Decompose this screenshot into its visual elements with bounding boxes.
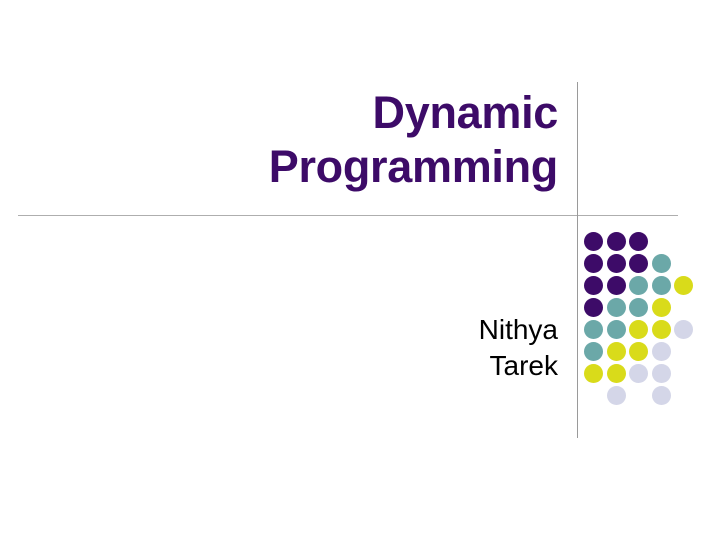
dot-lavender (651, 364, 671, 383)
dot-lavender (651, 342, 671, 361)
vertical-divider (577, 82, 578, 438)
dot-teal (651, 276, 671, 295)
dot-teal (606, 320, 626, 339)
dot-purple (606, 254, 626, 273)
dot-yellow (651, 298, 671, 317)
slide-subtitle: Nithya Tarek (40, 312, 558, 384)
dot-teal (651, 254, 671, 273)
dot-yellow (629, 342, 648, 361)
dot-teal (606, 298, 626, 317)
slide-title: Dynamic Programming (40, 86, 559, 194)
dot-yellow (651, 320, 671, 339)
dot-teal (629, 276, 648, 295)
dot-yellow (584, 364, 603, 383)
dot-yellow (674, 276, 693, 295)
dot-purple (584, 298, 603, 317)
dot-purple (606, 232, 626, 251)
dot-teal (584, 342, 603, 361)
dot-lavender (674, 320, 693, 339)
dot-yellow (606, 364, 626, 383)
dot-yellow (606, 342, 626, 361)
dot-purple (584, 276, 603, 295)
dot-purple (584, 254, 603, 273)
dot-purple (629, 254, 648, 273)
dot-teal (629, 298, 648, 317)
dot-purple (629, 232, 648, 251)
dot-yellow (629, 320, 648, 339)
subtitle-line-2: Tarek (489, 350, 558, 381)
dot-purple (606, 276, 626, 295)
horizontal-divider (18, 215, 678, 216)
title-line-2: Programming (268, 141, 559, 192)
subtitle-line-1: Nithya (478, 314, 558, 345)
title-line-1: Dynamic (372, 87, 559, 138)
dot-lavender (651, 386, 671, 405)
dot-purple (584, 232, 603, 251)
dot-lavender (629, 364, 648, 383)
dot-lavender (606, 386, 626, 405)
dot-teal (584, 320, 603, 339)
